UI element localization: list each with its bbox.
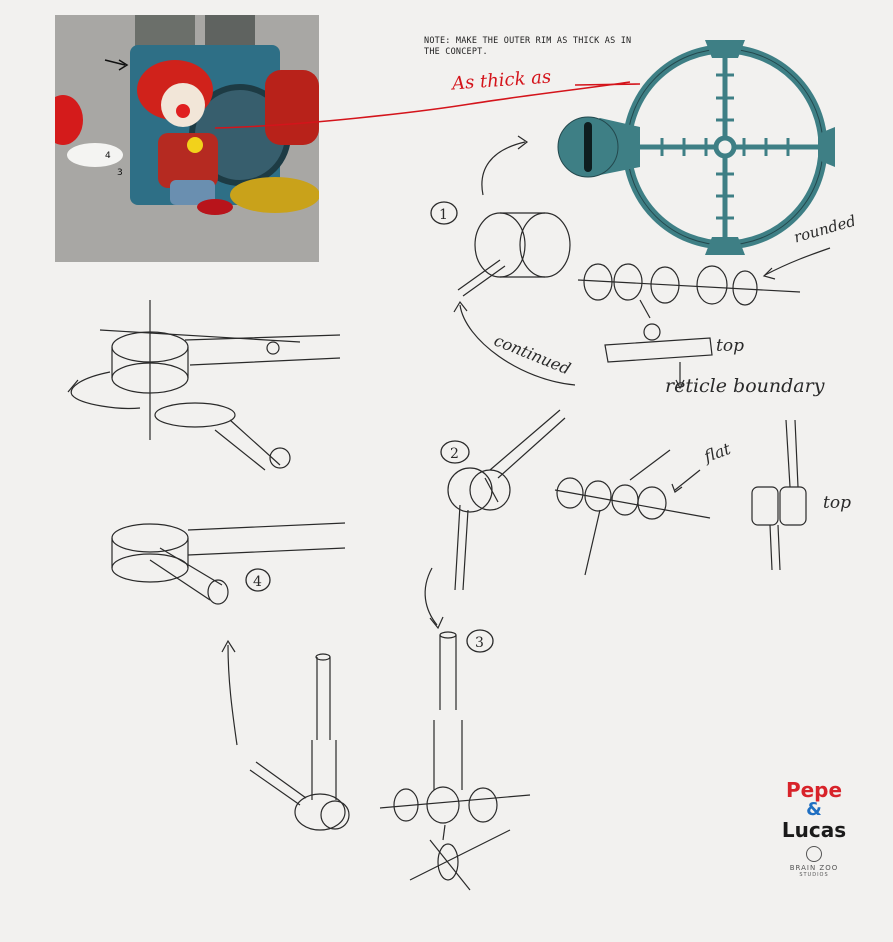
top-annotation-1: top	[716, 336, 744, 356]
studio-name-line2: STUDIOS	[799, 872, 829, 878]
red-annotation-line	[214, 81, 631, 129]
reticle-illustration	[557, 40, 835, 255]
step-1-label: 1	[439, 207, 448, 223]
character-render-image: 4 3	[55, 15, 319, 262]
logo-title-line2: Lucas	[781, 818, 847, 842]
note-line-1: NOTE: MAKE THE OUTER RIM AS THICK AS IN	[424, 36, 632, 46]
brain-zoo-icon	[806, 846, 822, 862]
logo-title-amp: &	[806, 799, 822, 820]
pencil-sketches	[67, 135, 831, 891]
reticle-boundary-annotation: reticle boundary	[665, 375, 825, 397]
top-annotation-2: top	[823, 493, 851, 513]
note-line-2: THE CONCEPT.	[424, 47, 488, 57]
concept-note: NOTE: MAKE THE OUTER RIM AS THICK AS IN …	[424, 36, 654, 58]
logo-title-line1: Pepe	[785, 778, 843, 802]
step-3-label: 3	[475, 635, 484, 651]
step-4-label: 4	[253, 574, 262, 590]
pepe-lucas-logo: Pepe & Lucas BRAIN ZOO STUDIOS	[778, 780, 850, 878]
step-2-label: 2	[450, 446, 459, 462]
render-label-4: 4	[105, 151, 111, 161]
studio-name-line1: BRAIN ZOO	[789, 864, 839, 872]
render-label-3: 3	[117, 168, 123, 178]
